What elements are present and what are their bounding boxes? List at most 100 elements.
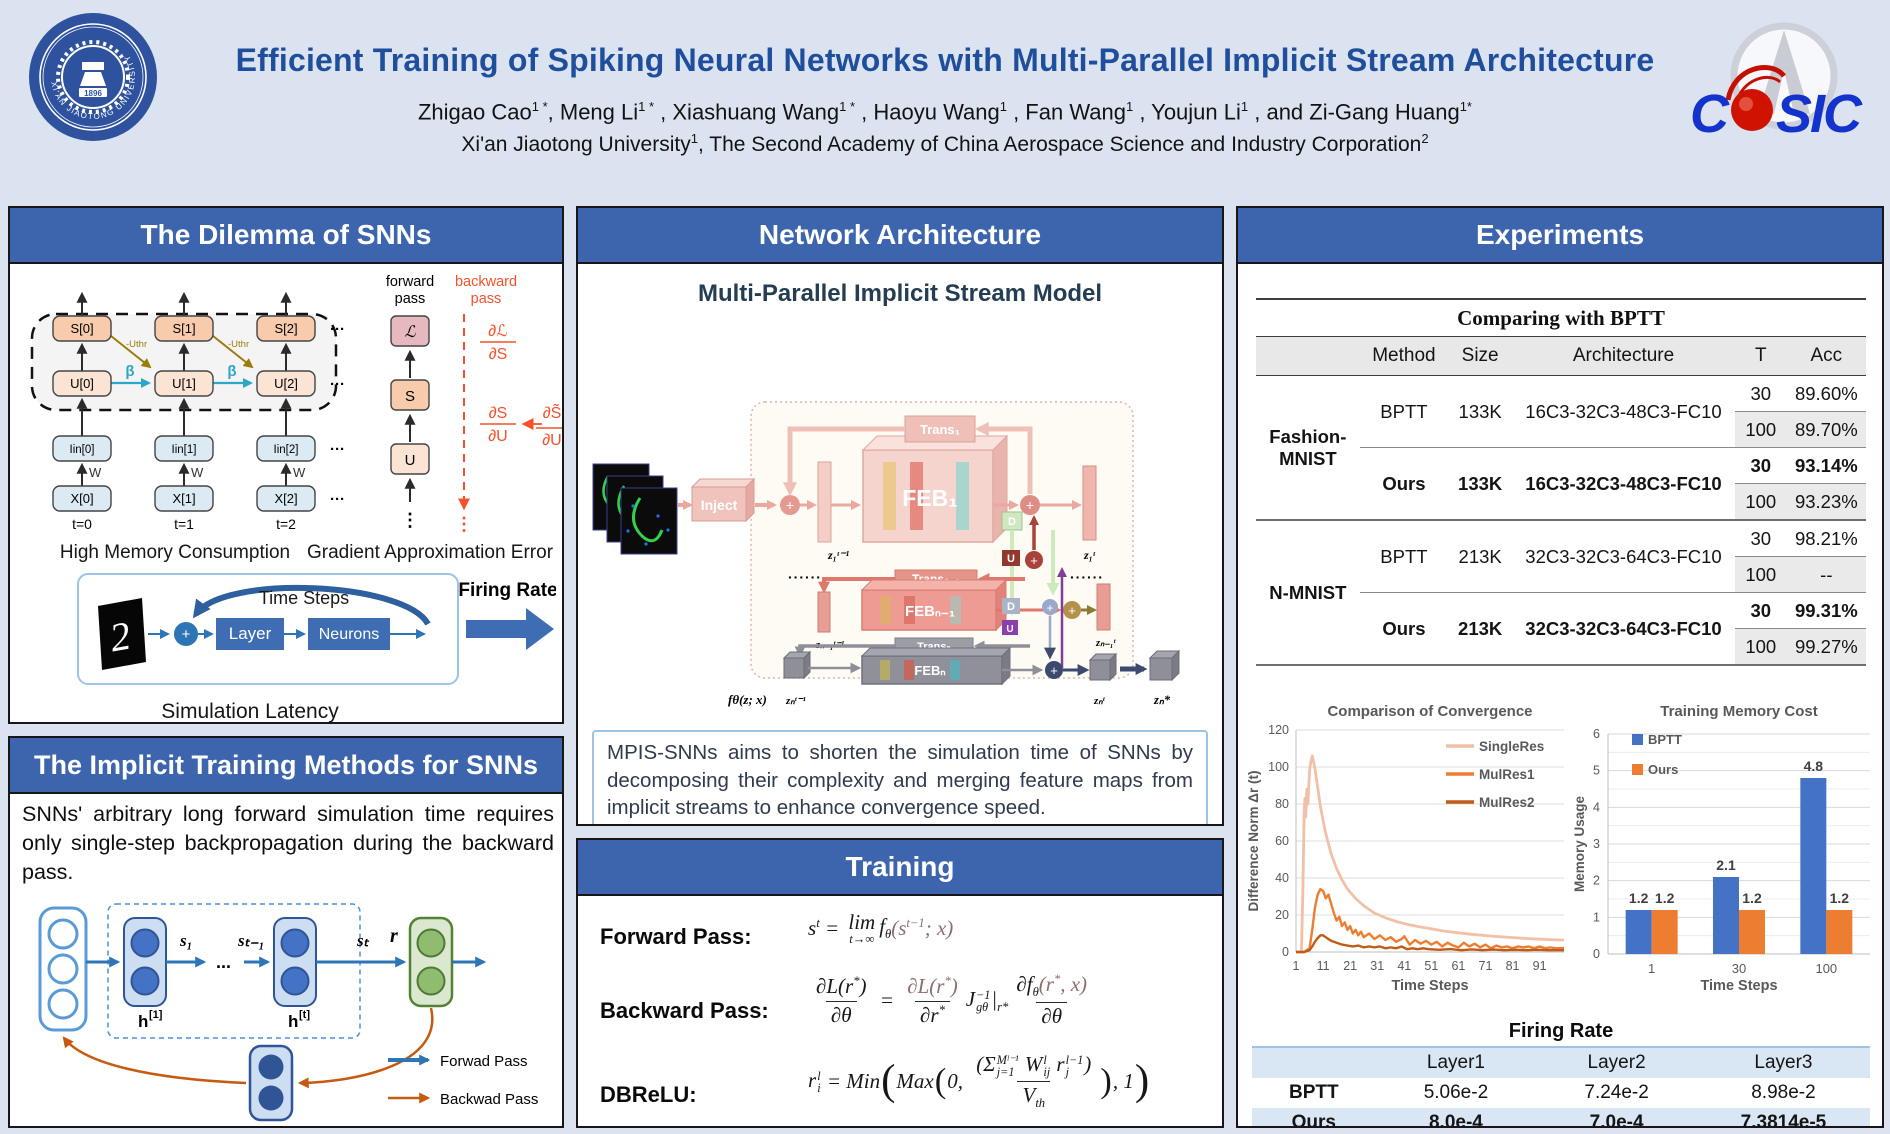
math-token: ) — [859, 973, 867, 998]
legend-label: MulRes1 — [1479, 767, 1535, 782]
svg-text:Iin[2]: Iin[2] — [274, 444, 299, 456]
author-5: , Youjun Li — [1133, 99, 1241, 125]
math-token: , x) — [1060, 972, 1088, 996]
svg-text:h: h — [138, 1012, 148, 1031]
affiliations-line: Xi'an Jiaotong University1, The Second A… — [180, 131, 1710, 157]
fraction: ∂fθ(r*, x)∂θ — [1011, 972, 1092, 1029]
author-6: , and Zi-Gang Huang — [1248, 99, 1460, 125]
caption-simulation-latency: Simulation Latency — [161, 700, 339, 722]
author-4: , Fan Wang — [1006, 99, 1126, 125]
cmp-col-1: Size — [1448, 337, 1513, 376]
svg-text:+: + — [786, 497, 794, 513]
y-tick: 3 — [1593, 837, 1600, 851]
svg-text:⋮: ⋮ — [401, 510, 419, 530]
cmp-t: 100 — [1734, 556, 1787, 593]
x-axis-label: Time Steps — [1700, 978, 1777, 994]
casic-logo: C SIC — [1690, 22, 1865, 144]
cmp-method: Ours — [1359, 447, 1449, 520]
firing-rate-arrow — [466, 608, 554, 650]
dbrelu-label: DBReLU: — [600, 1082, 697, 1107]
cube-zn-in — [782, 650, 812, 680]
cmp-col-3: T — [1734, 337, 1787, 376]
cmp-t: 100 — [1734, 411, 1787, 448]
svg-text:ℒ: ℒ — [404, 324, 416, 341]
affiliation-0: Xi'an Jiaotong University — [461, 133, 691, 156]
x-tick: 1 — [1293, 959, 1300, 973]
cmp-row: 100-- — [1256, 556, 1866, 593]
feb1-block: FEB₁ — [861, 434, 1009, 544]
y-tick: 5 — [1593, 764, 1600, 778]
svg-text:U: U — [405, 452, 416, 469]
gradient-error-diagram: forward pass backward pass ℒ S U ⋮ ⋮ — [386, 274, 562, 534]
math-token: ∂L(r* — [907, 973, 951, 998]
author-sup-6: 1* — [1459, 99, 1472, 114]
fraction: ∂L(r*)∂r* — [902, 974, 963, 1028]
poster-title: Efficient Training of Spiking Neural Net… — [235, 42, 1655, 78]
panel-dilemma: The Dilemma of SNNs — [8, 206, 564, 724]
chart-title: Training Memory Cost — [1660, 703, 1818, 720]
casic-letters-sic: SIC — [1776, 84, 1863, 144]
x-tick: 81 — [1506, 959, 1520, 973]
math-token: , 1 — [1112, 1068, 1134, 1093]
math-token: ) — [950, 973, 958, 998]
affiliation-sup-0: 1 — [690, 131, 698, 146]
svg-text:Iin[0]: Iin[0] — [70, 444, 95, 456]
cube-zn-t — [1088, 652, 1118, 682]
math-token: |r* — [991, 986, 1009, 1014]
caption-gradient-error: Gradient Approximation Error — [306, 542, 554, 563]
authors-line: Zhigao Cao1 *, Meng Li1 * , Xiashuang Wa… — [180, 99, 1710, 125]
mnist-digit-image — [98, 598, 146, 670]
firing-rate-title: Firing Rate — [1508, 1020, 1614, 1042]
panel-architecture: Network Architecture Multi-Parallel Impl… — [576, 206, 1224, 826]
cmp-arch: 32C3-32C3-64C3-FC10 — [1512, 519, 1735, 593]
svg-text:X[1]: X[1] — [172, 491, 195, 506]
svg-text:Iin[1]: Iin[1] — [172, 444, 197, 456]
svg-text:S[2]: S[2] — [274, 321, 297, 336]
panel-architecture-body: Multi-Parallel Implicit Stream Model — [578, 264, 1222, 824]
legend-label: MulRes2 — [1479, 795, 1535, 810]
bar-label: 1.2 — [1830, 890, 1850, 906]
bar-Ours — [1739, 910, 1765, 954]
math-token: ) — [1100, 1061, 1112, 1100]
feature-slab-n1r — [1096, 583, 1111, 631]
svg-text:X[2]: X[2] — [274, 491, 297, 506]
fr-col-0: Layer1 — [1426, 1052, 1485, 1073]
svg-text:+: + — [1050, 663, 1058, 678]
cmp-method: BPTT — [1359, 519, 1449, 593]
svg-text:zₙᵗ⁻¹: zₙᵗ⁻¹ — [785, 695, 806, 707]
svg-text:forward: forward — [386, 274, 434, 290]
sum-node-5 — [1042, 599, 1058, 615]
svg-text:+: + — [1026, 497, 1034, 513]
y-tick: 40 — [1275, 871, 1289, 885]
author-1: , Meng Li — [547, 99, 639, 125]
x-tick: 1 — [1648, 961, 1655, 976]
event-input-frames — [592, 463, 678, 555]
comparison-table-title: Comparing with BPTT — [1256, 298, 1866, 337]
svg-text:sₜ: sₜ — [356, 931, 370, 950]
layer-box — [216, 618, 284, 650]
fr-col-spacer — [1252, 1047, 1376, 1078]
author-sup-3: 1 — [999, 99, 1007, 114]
cube-zn-star — [1148, 649, 1181, 682]
fr-row-label: Ours — [1291, 1112, 1336, 1126]
x-tick: 91 — [1533, 959, 1547, 973]
math-token: ∂θ — [830, 1002, 852, 1027]
svg-text:U[1]: U[1] — [172, 376, 196, 391]
legend-label: BPTT — [1648, 732, 1682, 747]
cmp-t: 30 — [1734, 519, 1787, 557]
author-sup-2: 1 * — [839, 99, 856, 114]
panel-implicit: The Implicit Training Methods for SNNs S… — [8, 736, 564, 1128]
y-tick: 1 — [1593, 910, 1600, 924]
math-token: ∂θ — [1041, 1004, 1063, 1029]
feature-slab-1r — [1082, 465, 1097, 541]
backward-arrow-1 — [297, 1007, 434, 1089]
svg-text:D: D — [1007, 601, 1015, 613]
